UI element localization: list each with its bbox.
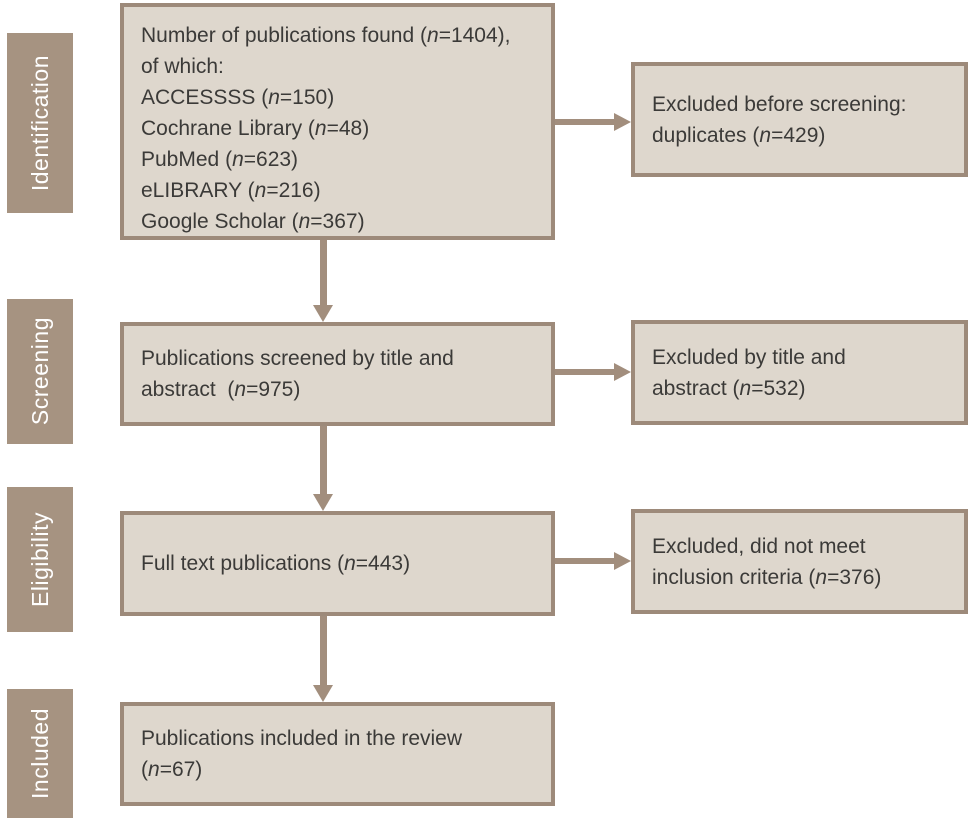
box-excluded-duplicates: Excluded before screening:duplicates (n=…: [631, 62, 968, 177]
arrow-down-1-shaft: [320, 240, 327, 306]
box-publications-included: Publications included in the review(n=67…: [120, 702, 555, 806]
stage-label-included: Included: [7, 689, 73, 818]
stage-label-text: Identification: [26, 54, 53, 192]
arrow-right-3-shaft: [555, 558, 615, 564]
arrow-down-1-head: [313, 305, 333, 322]
arrow-right-2-head: [614, 363, 631, 381]
arrow-down-2-shaft: [320, 426, 327, 495]
stage-label-eligibility: Eligibility: [7, 487, 73, 632]
stage-label-text: Included: [26, 708, 53, 799]
stage-label-identification: Identification: [7, 33, 73, 213]
box-text: Full text publications (n=443): [141, 552, 411, 575]
arrow-down-2-head: [313, 494, 333, 511]
arrow-right-1-shaft: [555, 119, 615, 125]
arrow-down-3-shaft: [320, 616, 327, 686]
arrow-right-3-head: [614, 552, 631, 570]
box-full-text-publications: Full text publications (n=443): [120, 511, 555, 616]
stage-label-text: Eligibility: [26, 512, 53, 607]
box-publications-found: Number of publications found (n=1404),of…: [120, 3, 555, 240]
box-text: Number of publications found (n=1404),of…: [141, 24, 511, 233]
stage-label-text: Screening: [26, 317, 53, 426]
arrow-down-3-head: [313, 685, 333, 702]
box-text: Excluded before screening:duplicates (n=…: [652, 92, 907, 147]
box-text: Publications included in the review(n=67…: [141, 727, 463, 781]
arrow-right-2-shaft: [555, 369, 615, 375]
arrow-right-1-head: [614, 113, 631, 131]
stage-label-screening: Screening: [7, 299, 73, 444]
